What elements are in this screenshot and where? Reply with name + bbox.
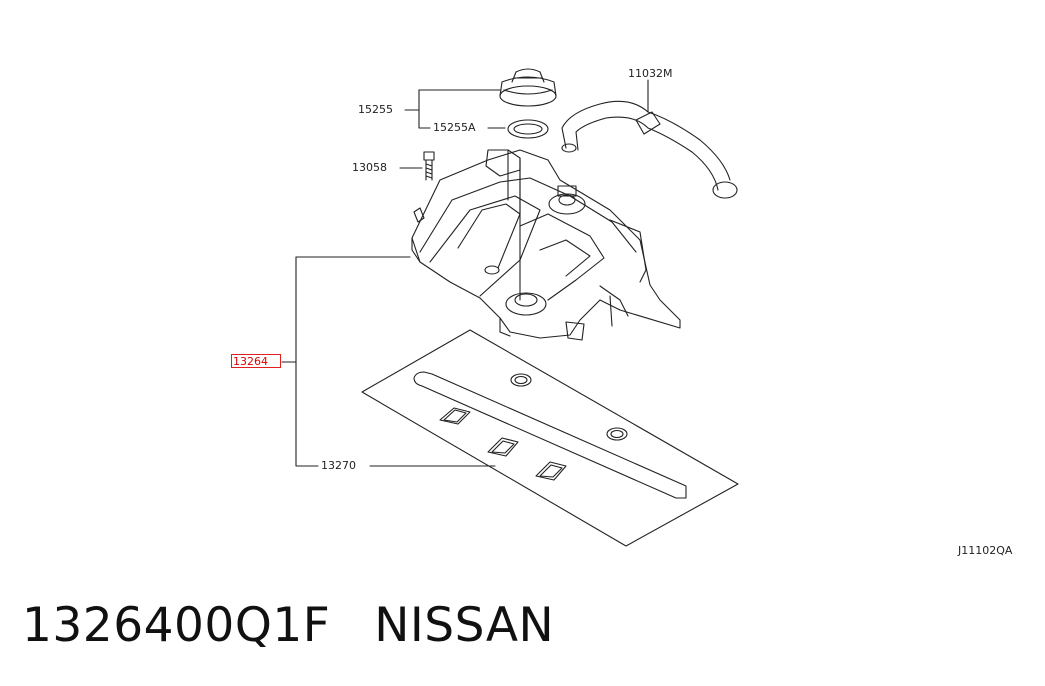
- callout-valve-cover-selected[interactable]: 13264: [233, 355, 268, 368]
- pcv-hose: [561, 100, 738, 199]
- bolt: [423, 151, 435, 181]
- valve-cover: [411, 149, 681, 341]
- oil-filler-cap: [499, 68, 557, 107]
- callout-hose: 11032M: [628, 67, 673, 80]
- brand-name: NISSAN: [374, 598, 555, 653]
- part-number: 1326400Q1F: [22, 598, 331, 653]
- selected-callout-highlight[interactable]: [231, 354, 281, 368]
- parts-diagram: [281, 68, 739, 547]
- leader-lines: [281, 79, 649, 467]
- part-caption: 1326400Q1F NISSAN: [22, 598, 554, 653]
- callout-oil-cap: 15255: [358, 103, 393, 116]
- callout-gasket: 13270: [321, 459, 356, 472]
- cap-seal-ring: [507, 119, 549, 139]
- callout-cap-seal: 15255A: [433, 121, 476, 134]
- callout-bolt: 13058: [352, 161, 387, 174]
- gasket-set: [361, 329, 739, 547]
- diagram-code: J11102QA: [958, 544, 1013, 557]
